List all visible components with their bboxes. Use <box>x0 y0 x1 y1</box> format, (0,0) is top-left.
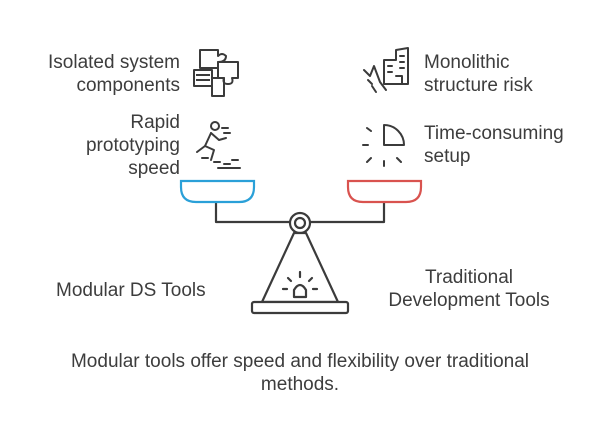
scale-pivot <box>288 211 312 235</box>
scale-rays <box>281 270 319 291</box>
scale-stand <box>260 231 340 304</box>
right-item-1-label: Monolithic structure risk <box>424 52 533 96</box>
loading-clock-icon <box>362 124 405 167</box>
right-pan <box>346 179 423 204</box>
left-item-2-label: Rapid prototyping speed <box>85 112 180 179</box>
left-pan-bowl <box>179 179 256 204</box>
right-item-2-label: Time-consuming setup <box>424 123 564 167</box>
scale-structure <box>214 201 386 315</box>
running-person-icon <box>196 121 241 169</box>
left-item-1-label: Isolated system components <box>48 52 180 96</box>
scale-base <box>250 300 350 315</box>
left-category-label: Modular DS Tools <box>56 280 206 301</box>
diagram-caption: Modular tools offer speed and flexibilit… <box>70 351 529 395</box>
left-pan <box>179 179 256 204</box>
puzzle-pieces-icon <box>193 49 239 97</box>
right-category-label: Traditional Development Tools <box>388 267 550 311</box>
right-pan-bowl <box>346 179 423 204</box>
scale-ornament <box>292 283 308 299</box>
crumbling-building-icon <box>363 47 409 93</box>
scale-pivot-inner <box>293 216 307 230</box>
